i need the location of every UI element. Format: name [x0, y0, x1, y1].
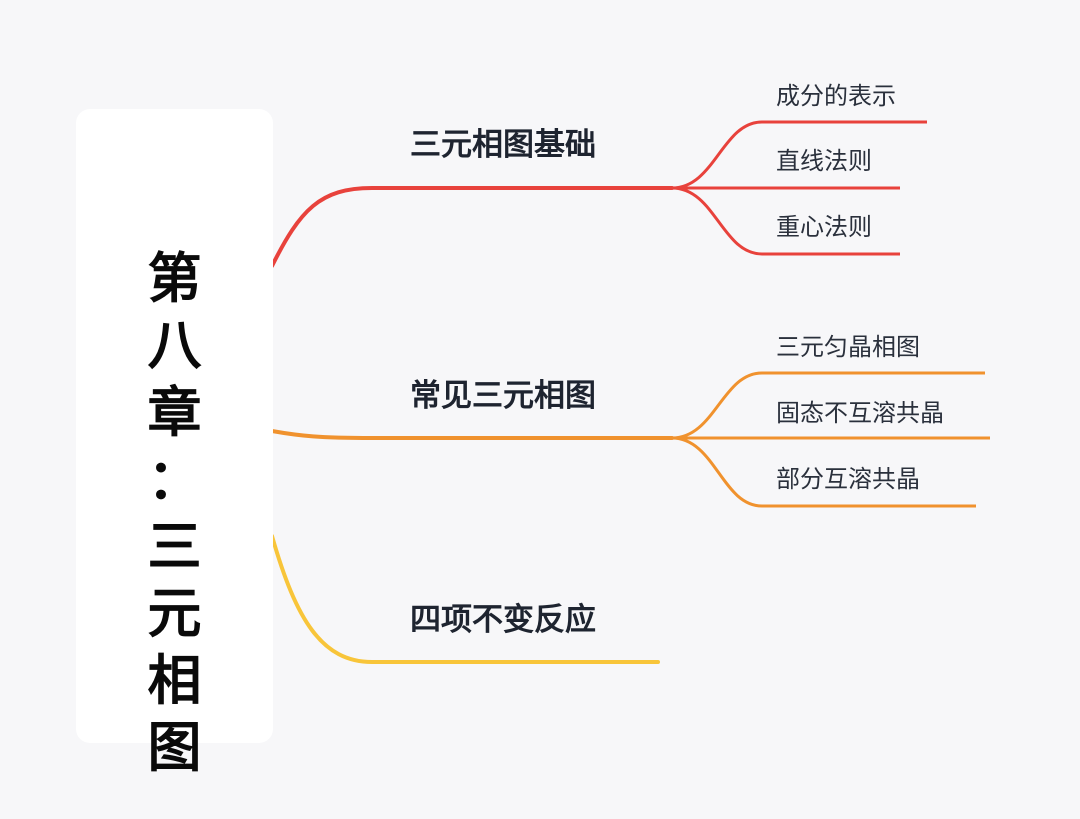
root-node-title: 第 八 章 ： 三 元 相 图	[76, 245, 273, 781]
connector-root-to-branch-1	[270, 186, 674, 268]
connector-root-to-branch-2	[270, 429, 674, 440]
connector-branch-2-to-leaf-3	[671, 436, 976, 508]
root-title-char: 第	[147, 247, 202, 310]
root-title-char: 八	[147, 314, 202, 377]
leaf-node-2-3[interactable]: 部分互溶共晶	[776, 465, 920, 493]
root-title-char: 章	[147, 381, 202, 444]
connector-branch-1-to-leaf-3	[671, 186, 900, 256]
leaf-node-1-1[interactable]: 成分的表示	[776, 82, 896, 110]
root-node-card[interactable]: 第 八 章 ： 三 元 相 图	[76, 109, 273, 779]
branch-node-2[interactable]: 常见三元相图	[410, 378, 596, 414]
leaf-node-1-3[interactable]: 重心法则	[776, 213, 872, 241]
leaf-node-2-2[interactable]: 固态不互溶共晶	[776, 399, 944, 427]
leaf-node-1-2[interactable]: 直线法则	[776, 147, 872, 175]
root-title-char: ：	[147, 448, 202, 511]
root-title-char: 相	[147, 649, 202, 712]
root-title-char: 元	[147, 582, 202, 645]
root-title-char: 图	[147, 716, 202, 779]
connector-branch-1-to-leaf-1	[671, 120, 927, 190]
branch-node-3[interactable]: 四项不变反应	[410, 602, 596, 638]
connector-branch-2-to-leaf-1	[671, 371, 985, 440]
branch-node-1[interactable]: 三元相图基础	[410, 127, 596, 163]
connector-root-to-branch-3	[270, 534, 660, 664]
root-title-char: 三	[147, 515, 202, 578]
leaf-node-2-1[interactable]: 三元匀晶相图	[776, 333, 920, 361]
